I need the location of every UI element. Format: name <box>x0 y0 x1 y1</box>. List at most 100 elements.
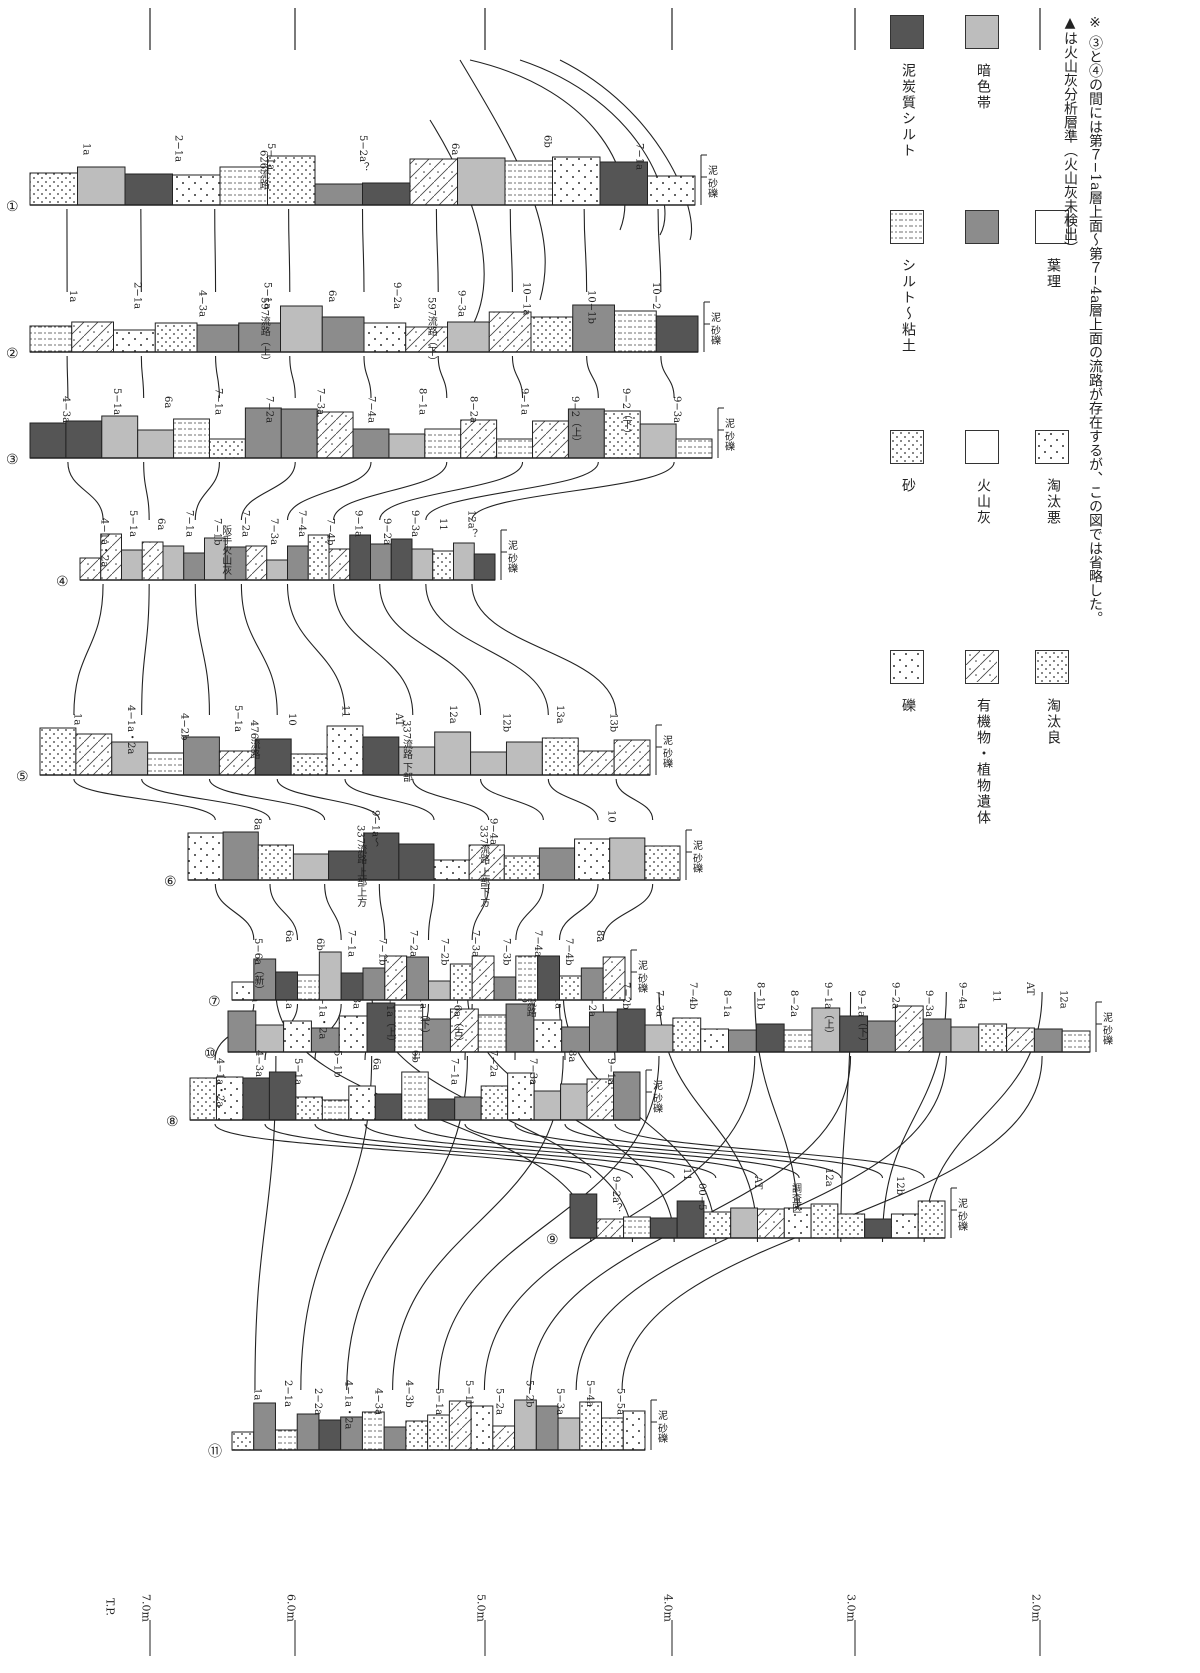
bed-label: 9−1a <box>353 510 364 537</box>
bed-block <box>579 1401 603 1451</box>
bed-block <box>447 321 490 353</box>
bed-block <box>310 1027 340 1053</box>
correlation-line <box>414 1123 759 1179</box>
correlation-line <box>547 778 599 821</box>
bed-label: 5−5a <box>614 1388 625 1415</box>
bed-label: 7−2a <box>586 990 597 1017</box>
correlation-line <box>276 778 380 821</box>
grain-scale-bar <box>500 529 507 580</box>
column-number: ④ <box>56 574 69 590</box>
correlation-line <box>240 583 278 716</box>
bed-block <box>552 156 601 206</box>
grain-scale-label: 泥 砂礫 <box>506 539 518 574</box>
bed-label: 6a <box>370 1058 381 1070</box>
bed-label: 9−1a（上） <box>822 982 834 1039</box>
correlation-line <box>215 355 220 399</box>
correlation-line <box>427 883 435 941</box>
bed-label: 9−1a〜 <box>370 810 381 847</box>
bed-block <box>292 853 330 881</box>
channel-label: 626流路 <box>257 150 269 190</box>
correlation-line <box>660 355 675 399</box>
bed-block <box>457 157 506 206</box>
bed-block <box>755 1023 785 1053</box>
bed-block <box>328 548 351 581</box>
bed-block <box>29 422 67 459</box>
bed-label: 12a？ <box>465 510 476 539</box>
bed-label: 8−1b <box>755 982 766 1010</box>
correlation-line <box>140 355 145 399</box>
axis-tick-label: 5.0m <box>475 1594 488 1622</box>
bed-label: 2−1a <box>132 282 143 309</box>
bed-block <box>864 1218 892 1239</box>
grain-scale-bar <box>655 724 662 775</box>
bed-block <box>154 322 198 353</box>
bed-block <box>567 408 605 459</box>
bed-block <box>538 847 576 881</box>
correlation-line <box>194 461 220 521</box>
correlation-line <box>67 461 104 521</box>
grain-scale-label: 泥 砂礫 <box>723 417 735 452</box>
bed-block <box>917 1200 946 1239</box>
bed-block <box>894 1005 924 1053</box>
bed-label: 5−1a <box>265 143 276 170</box>
bed-label: 5−6a（新） <box>252 938 264 995</box>
bed-block <box>222 831 259 881</box>
bed-block <box>601 1417 624 1451</box>
axis-tick-label: 6.0m <box>285 1594 298 1622</box>
bed-block <box>208 438 246 459</box>
correlation-line <box>344 778 435 821</box>
bed-block <box>340 972 364 1001</box>
bed-block <box>318 951 342 1001</box>
bed-label: 10 <box>606 810 617 823</box>
bed-label: 9−2a <box>381 518 392 545</box>
bed-block <box>728 1029 757 1053</box>
grain-scale-label: 泥 砂礫 <box>636 959 648 994</box>
bed-label: 6b <box>410 1050 421 1063</box>
legend-swatch-sand <box>890 430 924 464</box>
column-number: ⑨ <box>546 1232 559 1248</box>
bed-label: 9−3a <box>923 990 934 1017</box>
bed-label: AT <box>752 1175 763 1190</box>
column-number: ① <box>6 199 19 215</box>
bed-label: 9−1a（下） <box>856 990 868 1047</box>
bed-block <box>492 1425 516 1451</box>
bed-block <box>196 324 240 353</box>
bed-block <box>449 1008 479 1053</box>
bed-block <box>473 553 496 581</box>
grain-scale-label: 泥 砂礫 <box>656 1409 668 1444</box>
bed-label: 7−3a <box>470 930 481 957</box>
correlation-line <box>269 883 299 941</box>
bed-block <box>471 955 495 1001</box>
bed-label: 8a <box>594 930 605 942</box>
correlation-line <box>208 778 326 821</box>
bed-block <box>137 429 175 459</box>
bed-label: 4−1a・2a <box>342 1380 353 1429</box>
bed-block <box>287 545 309 581</box>
bed-label: 5−1b <box>331 1050 342 1078</box>
legend-swatch-organic <box>965 650 999 684</box>
bed-block <box>427 1414 450 1451</box>
bed-block <box>480 1085 509 1121</box>
bed-block <box>253 1402 276 1451</box>
bed-block <box>173 418 210 459</box>
bed-block <box>622 1410 646 1451</box>
bed-label: 5−2b <box>524 1380 535 1408</box>
legend-swatch-lamina <box>1035 210 1069 244</box>
bed-label: 7−4a <box>532 930 543 957</box>
bed-block <box>428 980 451 1001</box>
bed-label: 4−3a <box>197 290 208 317</box>
bed-block <box>757 1208 785 1239</box>
correlation-line <box>558 883 599 941</box>
bed-block <box>557 1417 581 1451</box>
bed-label: 7−4b <box>563 938 574 966</box>
bed-block <box>1033 1028 1063 1053</box>
channel-curve <box>429 119 485 331</box>
correlation-line <box>361 208 365 293</box>
bed-label: 4−1a・2a <box>99 518 110 567</box>
bed-label: 5−6a（古） <box>451 990 463 1047</box>
bed-label: 2−1a <box>282 1380 293 1407</box>
